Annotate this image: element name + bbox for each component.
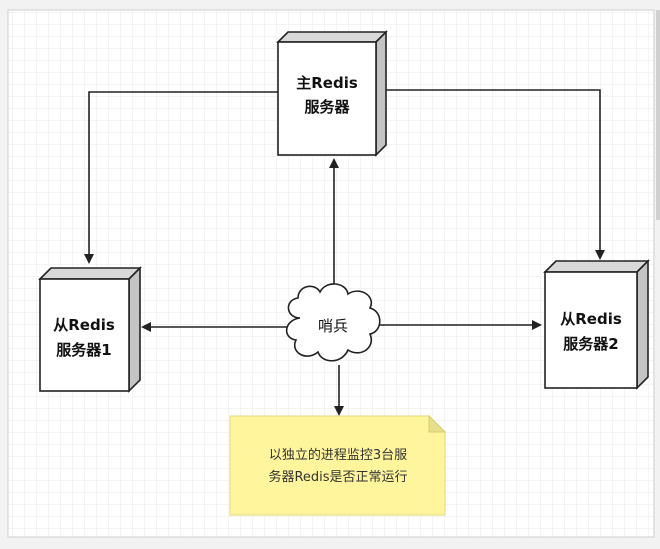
master-server-node[interactable]: 主Redis 服务器 bbox=[276, 30, 388, 157]
sentinel-cloud-node[interactable]: 哨兵 bbox=[285, 283, 381, 362]
arrow-master-to-slave1 bbox=[84, 91, 278, 264]
master-label-line1: 主Redis bbox=[296, 74, 358, 92]
master-label-line2: 服务器 bbox=[304, 98, 350, 116]
arrow-master-to-slave2 bbox=[378, 89, 605, 260]
slave1-box-front bbox=[39, 278, 130, 392]
slave2-server-node[interactable]: 从Redis 服务器2 bbox=[543, 259, 650, 390]
note-shape bbox=[229, 415, 446, 516]
note-fold bbox=[428, 414, 447, 433]
slave2-box-top bbox=[543, 260, 650, 273]
note-node[interactable]: 以独立的进程监控3台服 务器Redis是否正常运行 bbox=[229, 414, 447, 516]
sentinel-label: 哨兵 bbox=[318, 317, 348, 335]
slave1-label-line1: 从Redis bbox=[53, 316, 115, 334]
slave1-server-node[interactable]: 从Redis 服务器1 bbox=[38, 266, 142, 393]
slave2-label-line1: 从Redis bbox=[560, 310, 622, 328]
canvas-border bbox=[7, 9, 655, 538]
master-box-front bbox=[277, 41, 377, 156]
slave1-label-line2: 服务器1 bbox=[56, 341, 111, 359]
slave2-label-line2: 服务器2 bbox=[563, 335, 618, 353]
master-box-top bbox=[276, 31, 388, 43]
vertical-scrollbar[interactable] bbox=[656, 10, 660, 220]
slave1-box-side bbox=[128, 266, 141, 393]
slave1-box-top bbox=[38, 267, 142, 280]
sentinel-cloud-shape bbox=[285, 283, 381, 362]
slave2-box-side bbox=[636, 259, 649, 390]
slave2-box-front bbox=[544, 271, 638, 389]
master-box-side bbox=[375, 30, 387, 157]
note-line2: 务器Redis是否正常运行 bbox=[268, 469, 407, 485]
note-line1: 以独立的进程监控3台服 bbox=[269, 447, 407, 463]
